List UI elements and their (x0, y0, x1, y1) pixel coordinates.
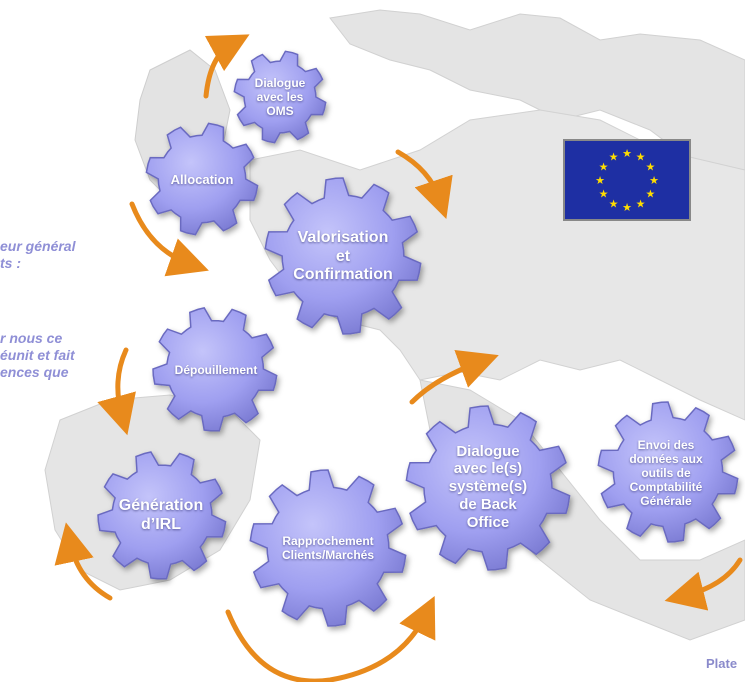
flag-stars: ★★★★★★★★★★★★ (595, 147, 659, 214)
arrow-comptabilite-right (664, 557, 743, 611)
gear-label-rapprochement: Rapprochement Clients/Marchés (281, 533, 375, 562)
gear-allocation (145, 122, 259, 236)
gear-label-back-office: Dialogue avec le(s) système(s) de Back O… (448, 442, 528, 531)
flag-star-icon: ★ (595, 174, 605, 187)
flag-star-icon: ★ (636, 197, 646, 210)
gear-label-depouillement: Dépouillement (174, 362, 258, 377)
gear-valorisation (264, 177, 422, 335)
flag-star-icon: ★ (609, 151, 619, 164)
arrow-allocation-to-oms (203, 34, 250, 99)
gear-label-generation-irl: Génération d’IRL (118, 497, 204, 533)
arrow-irl-left (54, 522, 113, 601)
gear-label-allocation: Allocation (170, 172, 234, 188)
arrow-rapprochement-bottom (225, 595, 436, 682)
side-text-line-4: éunit et fait (0, 347, 75, 363)
gear-label-dialogue-oms: Dialogue avec les OMS (254, 75, 306, 119)
gear-depouillement (152, 307, 278, 432)
flag-star-icon: ★ (599, 161, 609, 174)
gear-generation-irl (97, 451, 227, 580)
flag-star-icon: ★ (622, 201, 632, 214)
eu-flag: ★★★★★★★★★★★★ (563, 139, 691, 221)
arrow-to-allocation-bottom (129, 201, 209, 277)
flag-star-icon: ★ (622, 147, 632, 160)
arrow-depouillement-left (97, 347, 136, 436)
flag-star-icon: ★ (649, 174, 659, 187)
gears (97, 50, 739, 627)
gear-back-office (405, 405, 571, 571)
gear-rapprochement (249, 469, 407, 627)
side-text-line-2: ts : (0, 255, 21, 271)
side-text-line-1: eur général (0, 238, 76, 254)
flag-star-icon: ★ (645, 161, 655, 174)
footer-text: Plate (706, 656, 738, 671)
gear-dialogue-oms (233, 50, 327, 144)
flag-star-icon: ★ (645, 188, 655, 201)
flag-star-icon: ★ (599, 188, 609, 201)
cycle-arrows (54, 34, 743, 682)
gear-comptabilite (597, 401, 739, 543)
arrow-oms-to-valorisation (395, 149, 453, 219)
gear-label-comptabilite: Envoi des données aux outils de Comptabi… (629, 437, 703, 509)
flag-star-icon: ★ (609, 197, 619, 210)
side-text-line-5: ences que (0, 364, 69, 380)
flag-star-icon: ★ (636, 151, 646, 164)
gear-label-valorisation: Valorisation et Confirmation (293, 228, 393, 284)
arrow-backoffice-top (409, 350, 499, 405)
side-text-line-3: r nous ce (0, 330, 63, 346)
map-scandinavia (329, 9, 745, 171)
